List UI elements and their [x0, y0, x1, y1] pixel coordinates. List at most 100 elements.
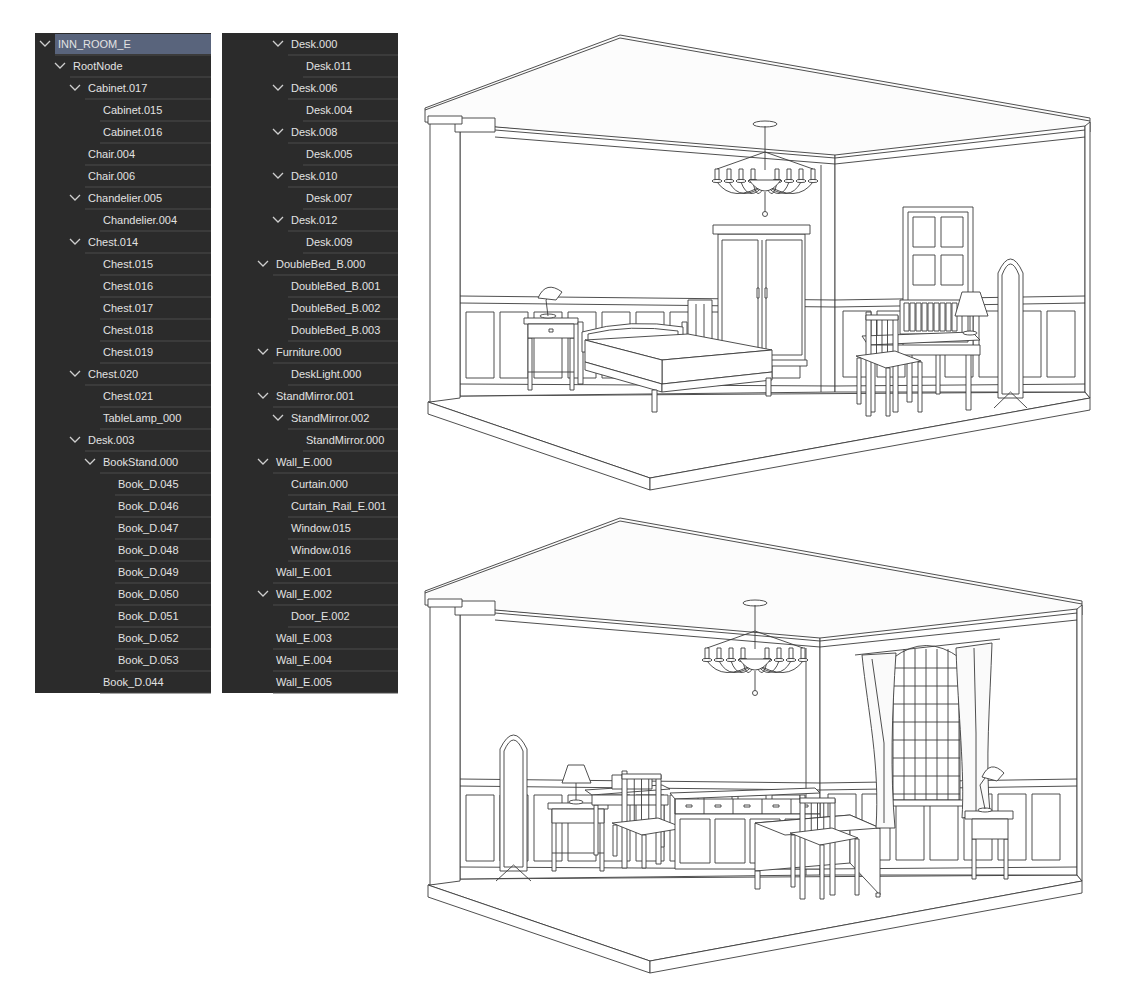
- handle: [549, 329, 553, 332]
- pilaster-capital: [428, 599, 462, 607]
- wainscot-panel: [466, 795, 494, 861]
- window: [893, 646, 960, 801]
- chair: [811, 803, 812, 833]
- outliner-item: Book_D.050: [118, 587, 179, 601]
- row-separator: [273, 473, 398, 474]
- outliner-item: Chest.017: [103, 301, 153, 315]
- chair: [634, 779, 635, 823]
- chandelier: [707, 631, 755, 648]
- candle: [715, 169, 719, 180]
- outliner-item: RootNode: [73, 59, 123, 73]
- outliner-item: Chest.015: [103, 257, 153, 271]
- chandelier: [755, 631, 803, 648]
- candle: [741, 648, 745, 659]
- window-mullion: [893, 740, 960, 741]
- bed-leg: [755, 871, 760, 889]
- outliner-item: Chair.006: [88, 169, 135, 183]
- outliner-item: Book_D.053: [118, 653, 179, 667]
- window-mullion: [893, 668, 960, 669]
- expand-chevron: [258, 393, 268, 398]
- room-view-back: [425, 518, 1082, 973]
- cornice: [495, 620, 820, 647]
- expand-chevron: [55, 63, 65, 68]
- candle-cup: [786, 658, 796, 661]
- window-sill: [888, 800, 966, 806]
- outliner-item: Wall_E.004: [276, 653, 332, 667]
- outliner-item: DoubleBed_B.003: [291, 323, 380, 337]
- chair: [866, 312, 871, 416]
- chair: [866, 315, 898, 320]
- outliner-item: Chair.004: [88, 147, 135, 161]
- wardrobe-crown: [713, 225, 810, 234]
- handle: [765, 288, 767, 298]
- outliner-panels: [35, 33, 398, 693]
- candle: [729, 648, 733, 659]
- row-separator: [288, 429, 398, 430]
- outliner-item: Book_D.044: [103, 675, 164, 689]
- candle-cup: [714, 658, 724, 661]
- cornice: [820, 613, 1077, 641]
- chair: [800, 795, 805, 899]
- desk-top: [862, 332, 980, 345]
- expand-chevron: [273, 85, 283, 90]
- candle: [787, 169, 791, 180]
- outliner-item: Desk.011: [306, 59, 352, 73]
- chandelier: [763, 212, 768, 217]
- wainscot-panel: [1047, 311, 1075, 377]
- bed-frame: [585, 362, 662, 392]
- chair: [887, 320, 888, 356]
- expand-chevron: [40, 41, 50, 46]
- row-separator: [100, 363, 211, 364]
- row-separator: [273, 693, 398, 694]
- cornice: [835, 130, 1085, 158]
- chandelier: [749, 180, 781, 191]
- outliner-item: StandMirror.000: [306, 433, 384, 447]
- bed-post: [578, 322, 583, 384]
- outliner-item: Chest.021: [103, 389, 153, 403]
- line-art: [704, 799, 705, 814]
- outliner-item: Door_E.002: [291, 609, 350, 623]
- row-separator: [85, 209, 211, 210]
- book: [928, 303, 933, 331]
- chair: [886, 368, 890, 416]
- chandelier: [755, 671, 756, 691]
- row-separator: [288, 495, 398, 496]
- row-separator: [115, 517, 211, 518]
- candle: [777, 648, 781, 659]
- expand-chevron: [273, 217, 283, 222]
- cabinet-door: [680, 819, 710, 863]
- row-separator: [100, 297, 211, 298]
- chair: [800, 798, 835, 803]
- chair: [613, 825, 617, 856]
- chair: [918, 362, 922, 412]
- sideboard-top: [670, 788, 820, 799]
- expand-chevron: [273, 129, 283, 134]
- expand-chevron: [70, 239, 80, 244]
- curtain: [862, 653, 896, 828]
- chair: [641, 779, 642, 823]
- book: [934, 303, 939, 331]
- outliner-item: StandMirror.001: [276, 389, 354, 403]
- chair: [857, 358, 861, 404]
- room-view-front: [425, 35, 1090, 490]
- book: [904, 303, 909, 331]
- outliner-item: BookStand.000: [103, 455, 178, 469]
- chair: [622, 774, 661, 779]
- expand-chevron: [70, 195, 80, 200]
- outliner-item: DoubleBed_B.001: [291, 279, 380, 293]
- chair: [820, 845, 824, 899]
- row-separator: [115, 495, 211, 496]
- chair: [648, 779, 649, 823]
- chandelier: [753, 691, 758, 696]
- outliner-item: Book_D.052: [118, 631, 179, 645]
- left-pilaster: [430, 603, 460, 885]
- mirror-stand: [496, 865, 531, 881]
- cornice: [495, 130, 835, 158]
- row-separator: [100, 275, 211, 276]
- row-separator: [288, 187, 398, 188]
- row-separator: [273, 649, 398, 650]
- book-stand: [900, 300, 962, 334]
- back-wall: [460, 124, 835, 396]
- expand-chevron: [258, 261, 268, 266]
- row-separator: [100, 473, 211, 474]
